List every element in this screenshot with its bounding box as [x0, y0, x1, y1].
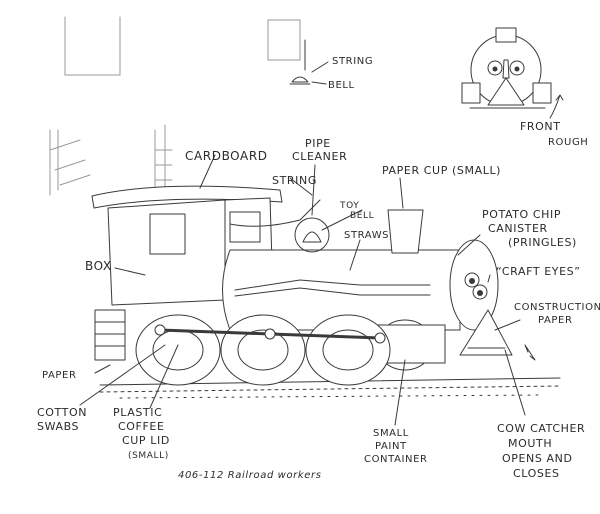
- label-cardboard: CARDBOARD: [185, 149, 268, 163]
- wheel-1: [136, 315, 220, 385]
- label-mouth: MOUTH: [508, 437, 552, 450]
- background-sketches: [50, 17, 300, 195]
- wheel-2: [221, 315, 305, 385]
- label-box: BOX: [85, 259, 112, 273]
- wheel-3: [306, 315, 390, 385]
- label-front: FRONT: [520, 120, 561, 133]
- label-coffee: COFFEE: [118, 420, 165, 433]
- label-canister: CANISTER: [488, 222, 548, 235]
- label-plastic: PLASTIC: [113, 406, 162, 419]
- label-paper-cup: PAPER CUP (SMALL): [382, 164, 501, 177]
- label-rough: ROUGH: [548, 137, 588, 148]
- label-pringles: (PRINGLES): [508, 236, 577, 249]
- label-straws: STRAWS: [344, 230, 389, 241]
- label-paint: PAINT: [375, 441, 407, 452]
- label-craft-eyes: “CRAFT EYES”: [496, 265, 581, 278]
- label-container: CONTAINER: [364, 454, 428, 465]
- train-drawing: [92, 186, 535, 385]
- label-swabs: SWABS: [37, 420, 79, 433]
- label-pipe: PIPE: [305, 137, 331, 150]
- label-cleaner: CLEANER: [292, 150, 347, 163]
- label-closes: CLOSES: [513, 467, 560, 480]
- smokestack: [388, 210, 423, 253]
- front-view-sketch: [462, 28, 563, 118]
- label-small: SMALL: [373, 428, 409, 439]
- caption: 406-112 Railroad workers: [178, 470, 322, 481]
- label-bell: BELL: [350, 211, 374, 221]
- label-bell-top: BELL: [328, 80, 355, 91]
- label-small-lid: (SMALL): [128, 451, 169, 461]
- label-potato-chip: POTATO CHIP: [482, 208, 561, 221]
- label-toy: TOY: [339, 201, 359, 211]
- label-opens-and: OPENS AND: [502, 452, 573, 465]
- label-string: STRING: [272, 174, 317, 187]
- label-paper-right: PAPER: [538, 315, 573, 326]
- label-construction: CONSTRUCTION: [514, 302, 600, 313]
- label-string-top: STRING: [332, 56, 373, 67]
- label-cup-lid: CUP LID: [122, 434, 170, 447]
- label-cotton: COTTON: [37, 406, 87, 419]
- label-cow-catcher: COW CATCHER: [497, 422, 585, 435]
- label-paper-left: PAPER: [42, 370, 77, 381]
- bell-doodle: [290, 40, 328, 84]
